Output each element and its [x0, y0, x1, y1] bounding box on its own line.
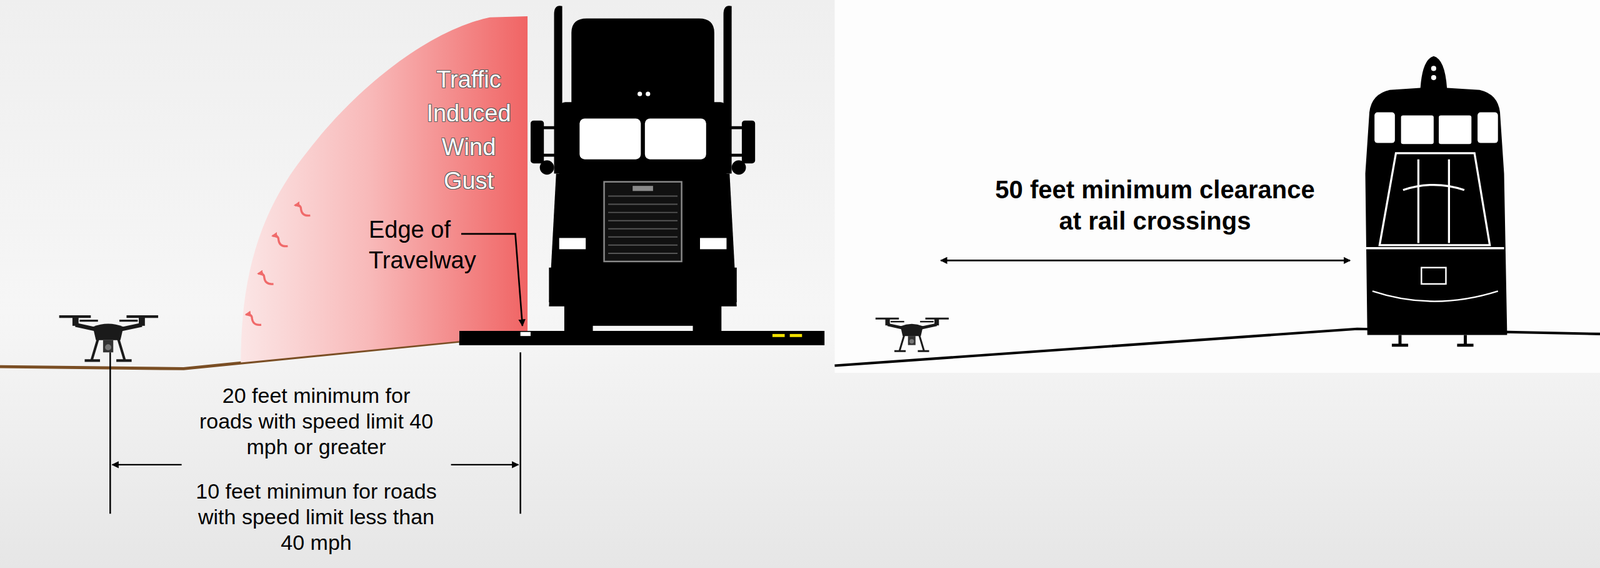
nose-door [1418, 159, 1449, 244]
road [459, 330, 825, 345]
extension-line [519, 351, 521, 514]
label-anchor: 50 feet minimum clearance at rail crossi… [989, 173, 1321, 237]
dimension-arrow [112, 463, 182, 465]
locomotive-light [1431, 75, 1437, 80]
label-anchor: 20 feet minimum for roads with speed lim… [194, 382, 439, 459]
headlight [559, 237, 586, 249]
clearance-label: 50 feet minimum clearance at rail crossi… [989, 173, 1321, 237]
gust-arrow [258, 273, 274, 284]
badge [632, 185, 654, 191]
extension-line [109, 351, 111, 514]
drone [875, 318, 949, 351]
windshield [645, 118, 707, 159]
drone [59, 316, 159, 360]
label-anchor: 10 feet minimun for roads with speed lim… [194, 478, 439, 555]
mirror-arm [543, 127, 744, 155]
gust-arrow [272, 235, 288, 247]
gust-arrow [295, 205, 310, 216]
locomotive-window [1477, 112, 1499, 144]
label-anchor: Edge of Travelway [368, 214, 519, 277]
coupler [1421, 267, 1446, 284]
marker-light [540, 160, 555, 175]
mirror [530, 120, 544, 164]
gust-label: Traffic Induced Wind Gust [421, 62, 516, 198]
wind-gust-region: Traffic Induced Wind Gust [234, 15, 529, 366]
gust-arrow [245, 314, 261, 325]
edge-line [520, 331, 531, 337]
pilot-line [1372, 290, 1499, 301]
roof-light [645, 91, 650, 97]
locomotive-window [1438, 115, 1472, 144]
nose-outline [1379, 153, 1490, 245]
handrail [1403, 185, 1465, 190]
grille-bars [608, 195, 678, 253]
edge-label: Edge of Travelway [368, 214, 519, 277]
marker-light [731, 160, 747, 175]
truck-leg [1391, 335, 1474, 345]
locomotive-body [1365, 56, 1507, 335]
dimension-arrow [451, 463, 519, 465]
locomotive-window [1374, 112, 1395, 144]
headlight [700, 237, 727, 249]
center-line [772, 333, 785, 337]
roof-light [637, 91, 642, 97]
mirror [741, 120, 755, 164]
rail-panel [835, 0, 1600, 373]
locomotive-light [1431, 65, 1437, 71]
grille [604, 181, 682, 262]
hood [548, 173, 737, 307]
gust-fill [240, 16, 528, 362]
cab [559, 101, 727, 180]
center-line [790, 333, 803, 337]
walkway [1365, 246, 1504, 249]
axle [586, 301, 700, 326]
dimension-label: 10 feet minimun for roads with speed lim… [194, 478, 439, 555]
dimension-label: 20 feet minimum for roads with speed lim… [194, 382, 439, 459]
locomotive-window [1401, 115, 1434, 144]
clearance-arrow [940, 259, 1350, 262]
windshield [579, 118, 641, 159]
